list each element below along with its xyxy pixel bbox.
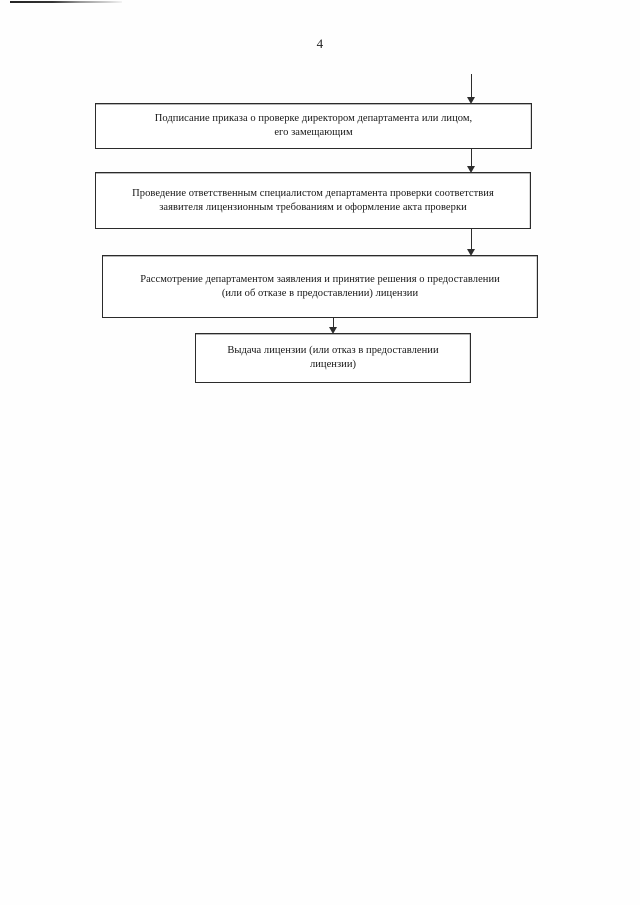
flow-node-conduct-inspection[interactable]: Проведение ответственным специалистом де… [95, 172, 531, 229]
flow-node-issue-license[interactable]: Выдача лицензии (или отказ в предоставле… [195, 333, 471, 383]
connector-node3-to-node4 [333, 318, 334, 332]
page-number: 4 [316, 36, 324, 51]
flow-node-conduct-inspection-label: Проведение ответственным специалистом де… [132, 187, 494, 213]
connector-node2-to-node3 [471, 229, 472, 254]
flow-node-sign-order-label: Подписание приказа о проверке директором… [154, 113, 473, 138]
arrowhead-node3-to-node4-icon [329, 327, 337, 334]
arrowhead-node1-to-node2-icon [467, 166, 475, 173]
flow-node-sign-order[interactable]: Подписание приказа о проверке директором… [95, 103, 532, 149]
arrowhead-incoming-icon [467, 97, 475, 104]
connector-node1-to-node2 [471, 149, 472, 171]
connector-incoming [471, 74, 472, 102]
flow-node-review-decision-label: Рассмотрение департаментом заявления и п… [140, 273, 500, 299]
scan-artifact-streak [10, 1, 122, 3]
arrowhead-node2-to-node3-icon [467, 249, 475, 256]
flow-node-issue-license-label: Выдача лицензии (или отказ в предоставле… [227, 345, 439, 370]
flow-node-review-decision[interactable]: Рассмотрение департаментом заявления и п… [102, 255, 538, 318]
